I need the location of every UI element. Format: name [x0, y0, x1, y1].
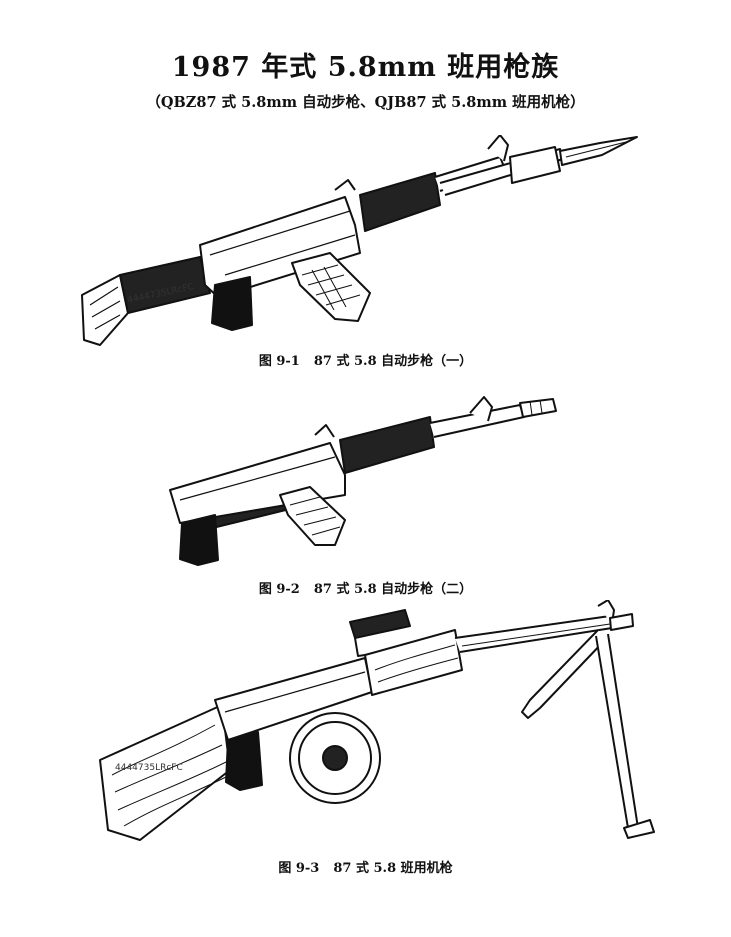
figure-9-2: 图 9-2 87 式 5.8 自动步枪（二）: [0, 395, 731, 597]
figure-number: 图 9-1: [258, 354, 300, 369]
rifle-with-bayonet-illustration: 4444735LRcFC: [81, 135, 638, 346]
figure-caption-text: 87 式 5.8 自动步枪（二）: [313, 582, 473, 597]
stamp-text: 4444735LRcFC: [115, 763, 183, 773]
figure-caption: 图 9-2 87 式 5.8 自动步枪（二）: [0, 581, 731, 599]
figure-9-1: 4444735LRcFC 图 9-1 87 式 5.8 自动步枪（一）: [0, 135, 731, 369]
folding-stock-rifle-illustration: [169, 396, 557, 566]
light-machine-gun-illustration: 4444735LRcFC: [99, 600, 655, 841]
figure-caption-text: 87 式 5.8 班用机枪: [333, 861, 453, 876]
figure-caption-text: 87 式 5.8 自动步枪（一）: [313, 354, 473, 369]
page-subtitle: （QBZ87 式 5.8mm 自动步枪、QJB87 式 5.8mm 班用机枪）: [146, 94, 585, 111]
figure-caption: 图 9-3 87 式 5.8 班用机枪: [0, 860, 731, 878]
figure-number: 图 9-3: [278, 861, 320, 876]
figure-number: 图 9-2: [258, 582, 300, 597]
figure-9-3: 4444735LRcFC 图 9-3 87 式 5.8 班用机枪: [0, 600, 731, 885]
figure-caption: 图 9-1 87 式 5.8 自动步枪（一）: [0, 353, 731, 371]
page-title: 1987 年式 5.8mm 班用枪族: [171, 52, 560, 83]
